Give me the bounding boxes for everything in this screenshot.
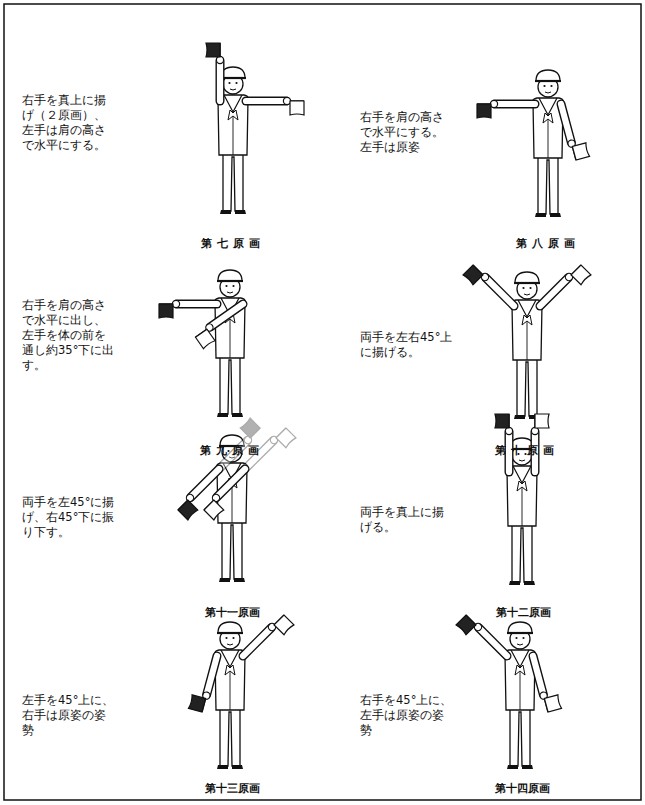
instruction-note: 両手を左45°に揚げ、右45°下に振り下す。 — [22, 495, 116, 540]
figure-caption: 第十原画 — [457, 443, 597, 458]
semaphore-figure — [495, 414, 549, 585]
semaphore-figure — [188, 612, 293, 769]
instruction-note: 右手を45°上に、左手は原姿の姿勢 — [360, 693, 454, 738]
semaphore-figure — [477, 70, 590, 217]
figure-caption: 第十二原画 — [453, 605, 593, 620]
frame-border — [4, 4, 641, 800]
figure-caption: 第十三原画 — [162, 781, 302, 796]
instruction-note: 両手を真上に揚げる。 — [360, 505, 454, 535]
semaphore-figure — [463, 262, 591, 419]
instruction-note: 右手を肩の高さで水平にする。左手は原姿 — [360, 110, 454, 155]
semaphore-figure — [456, 612, 561, 769]
figure-caption: 第十一原画 — [162, 605, 302, 620]
instruction-note: 右手を真上に揚げ（２原画）、左手は肩の高さで水平にする。 — [22, 93, 116, 153]
instruction-note: 右手を肩の高さで水平に出し、左手を体の前を通し約35°下に出す。 — [22, 298, 116, 373]
semaphore-figure — [206, 43, 304, 214]
figure-caption: 第九原画 — [162, 443, 302, 458]
instruction-note: 左手を45°上に、右手は原姿の姿勢 — [22, 693, 116, 738]
semaphore-figure — [159, 270, 251, 417]
figure-caption: 第十四原画 — [452, 781, 592, 796]
semaphore-figure — [175, 418, 295, 582]
figure-caption: 第八原画 — [478, 236, 618, 251]
instruction-note: 両手を左右45°上に揚げる。 — [360, 330, 454, 360]
figure-caption: 第七原画 — [163, 236, 303, 251]
